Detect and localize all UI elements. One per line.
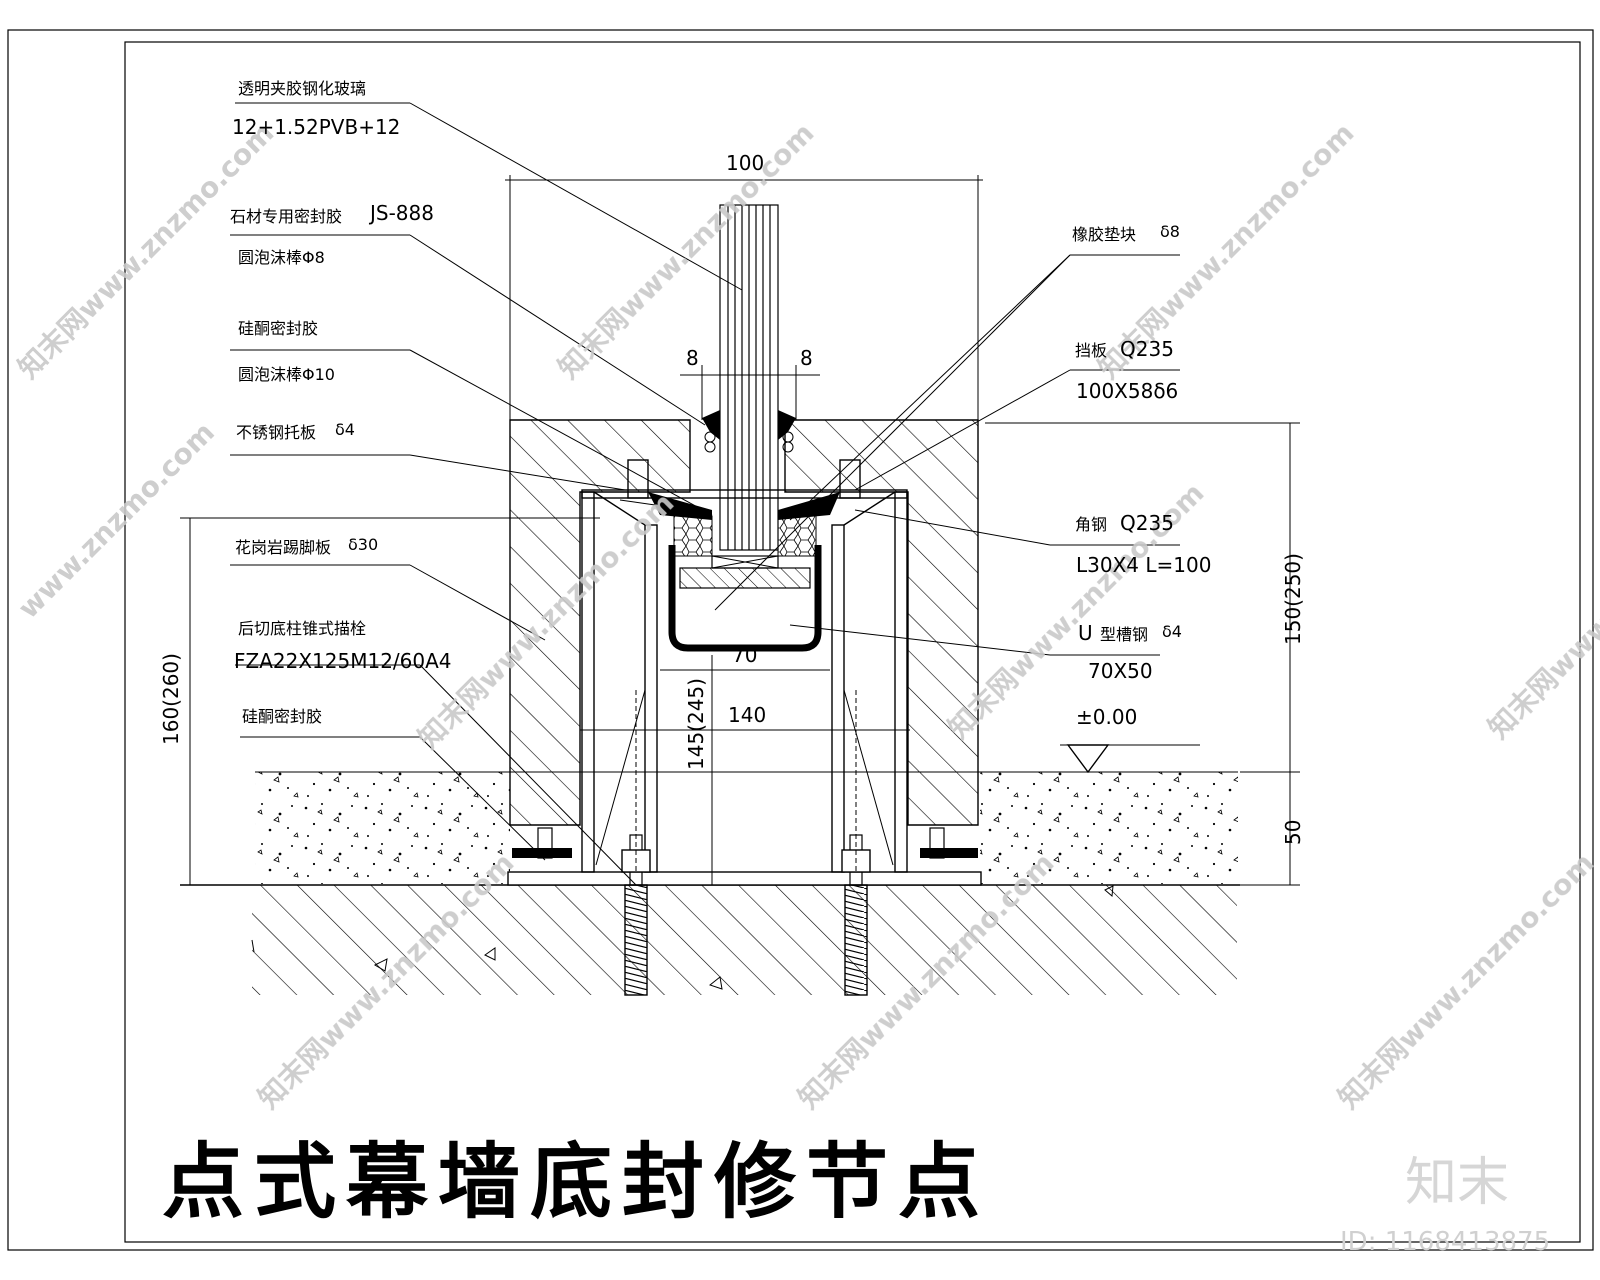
outer-frame — [7, 29, 1594, 1251]
label-u-channel: 型槽钢 — [1100, 625, 1148, 644]
label-baffle-spec: 100X58δ6 — [1076, 379, 1178, 403]
foam-rod-group-right — [777, 515, 817, 557]
svg-text:知末网www.znzmo.com: 知末网www.znzmo.com — [1482, 476, 1600, 745]
inner-frame — [124, 41, 1581, 1243]
anchor-bolt-left — [621, 690, 651, 996]
u-channel — [668, 545, 822, 652]
base-plate — [507, 871, 982, 886]
dim-gap-left: 8 — [686, 346, 699, 370]
slab-aggregate-marks — [251, 885, 1114, 990]
label-rubber-block-thk: δ8 — [1160, 222, 1180, 241]
label-u-channel-u: U — [1078, 621, 1093, 645]
ground-concrete-right — [980, 772, 1238, 884]
stone-sealant-right — [778, 410, 796, 440]
dimension-lines — [180, 175, 1300, 886]
anchor-bolt-right — [841, 690, 871, 996]
dim-top-width: 100 — [726, 151, 764, 175]
dim-inner-140: 140 — [728, 703, 766, 727]
ground-concrete-left — [255, 772, 510, 884]
rubber-pad — [711, 555, 779, 569]
label-angle-steel: 角钢 — [1075, 515, 1107, 534]
label-u-channel-thk: δ4 — [1162, 622, 1182, 641]
laminated-glass-panel — [719, 204, 779, 551]
leader-lines — [230, 102, 1180, 886]
watermark-id: ID: 1168413875 — [1340, 1227, 1550, 1257]
sealant-wedge-right — [778, 492, 840, 520]
bottom-sealant-blocks — [512, 827, 978, 859]
elevation-marker — [1066, 744, 1110, 774]
svg-text:知末网www.znzmo.com: 知末网www.znzmo.com — [552, 116, 821, 385]
label-glass-spec: 12+1.52PVB+12 — [232, 115, 400, 139]
dim-h-160: 160(260) — [159, 653, 183, 745]
label-angle-steel-spec: L30X4 L=100 — [1076, 553, 1211, 577]
watermark-logo: 知末 — [1405, 1153, 1509, 1213]
dim-h-145: 145(245) — [684, 678, 708, 770]
dim-gap-right: 8 — [800, 346, 813, 370]
label-glass-name: 透明夹胶钢化玻璃 — [238, 79, 366, 98]
label-rubber-block: 橡胶垫块 — [1072, 225, 1136, 244]
dim-inner-70: 70 — [732, 643, 757, 667]
label-silicone-sealant-2: 硅酮密封胶 — [242, 707, 322, 726]
label-granite-skirting: 花岗岩踢脚板 — [235, 538, 331, 557]
dim-h-50: 50 — [1281, 820, 1305, 845]
label-baffle: 挡板 — [1075, 341, 1107, 360]
label-foam-rod-8: 圆泡沫棒Φ8 — [238, 248, 325, 267]
label-silicone-sealant: 硅酮密封胶 — [238, 319, 318, 338]
label-anchor-spec: FZA22X125M12/60A4 — [234, 649, 452, 673]
label-stone-sealant: 石材专用密封胶 — [230, 207, 342, 226]
label-foam-rod-10: 圆泡沫棒Φ10 — [238, 365, 335, 384]
foam-rod-8 — [704, 431, 794, 453]
label-stainless-plate: 不锈钢托板 — [236, 423, 316, 442]
stone-sealant-left — [702, 410, 720, 440]
svg-text:知末网www.znzmo.com: 知末网www.znzmo.com — [1332, 846, 1600, 1115]
structural-slab — [252, 885, 1237, 995]
label-granite-skirting-thk: δ30 — [348, 535, 378, 554]
foam-rod-group-left — [673, 515, 713, 557]
label-anchor-name: 后切底柱锥式描栓 — [238, 619, 366, 638]
granite-skirting-right — [784, 419, 979, 826]
label-u-channel-spec: 70X50 — [1088, 659, 1153, 683]
channel-insert — [679, 567, 811, 589]
label-stone-sealant-code: JS-888 — [368, 201, 434, 225]
sealant-wedge-left — [648, 492, 712, 520]
diagonal-braces — [595, 689, 894, 866]
label-elevation: ±0.00 — [1076, 705, 1137, 729]
label-angle-steel-grade: Q235 — [1120, 511, 1174, 535]
dim-h-150: 150(250) — [1281, 553, 1305, 645]
label-stainless-plate-thk: δ4 — [335, 420, 355, 439]
label-baffle-grade: Q235 — [1120, 337, 1174, 361]
drawing-title: 点式幕墙底封修节点 — [162, 1134, 990, 1230]
